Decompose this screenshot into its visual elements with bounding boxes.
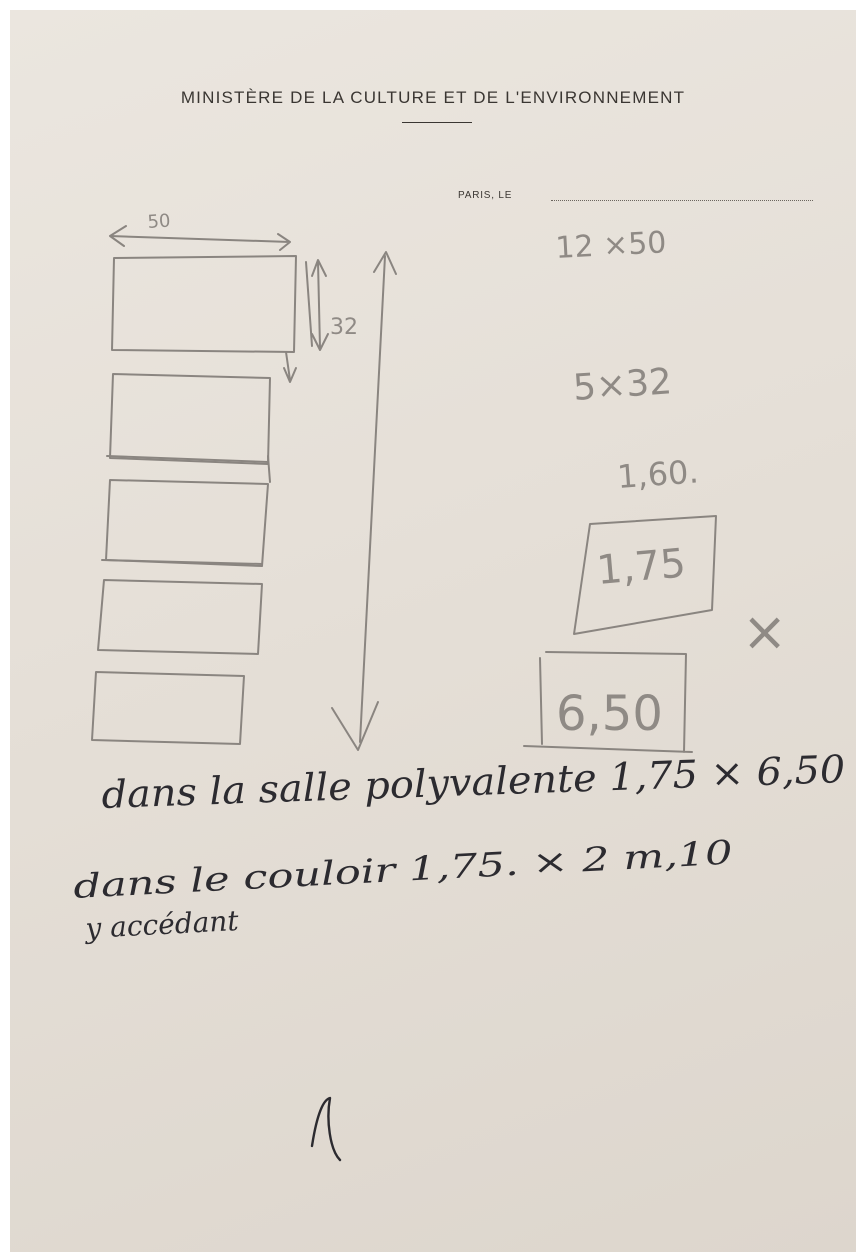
sketch-rect-4 (97, 559, 263, 655)
gap-marker-1 (283, 351, 297, 383)
sketch-rect-3 (105, 455, 269, 567)
letterhead-rule (402, 122, 472, 123)
total-height-arrow (331, 251, 397, 751)
gap-marker-2 (267, 455, 271, 483)
boxed-value-2: 6,50 (556, 686, 663, 742)
signature-flourish (310, 1096, 342, 1162)
box-2-frame (523, 651, 693, 753)
note-line-2: dans le couloir 1,75. × 2 m,10 (72, 833, 733, 906)
note-line-1: dans la salle polyvalente 1,75 × 6,50 (101, 747, 846, 817)
multiply-sign: × (742, 600, 787, 663)
sketch-rect-1 (111, 255, 297, 353)
calc-line-2: 5×32 (572, 361, 674, 409)
date-dotted-line (551, 200, 813, 201)
signature (310, 1096, 342, 1162)
place-date-label: PARIS, LE (458, 190, 513, 201)
width-label: 50 (147, 210, 171, 233)
height-label: 32 (330, 315, 358, 340)
note-line-3: y accédant (83, 904, 241, 945)
calc-line-1: 12 ×50 (555, 225, 668, 266)
letterhead-title: MINISTÈRE DE LA CULTURE ET DE L'ENVIRONN… (180, 88, 686, 107)
box-1-frame (573, 515, 717, 635)
boxed-value-1: 1,75 (595, 540, 688, 594)
width-arrow (109, 225, 291, 251)
letter-sheet: MINISTÈRE DE LA CULTURE ET DE L'ENVIRONN… (10, 10, 856, 1252)
height-arrow (305, 259, 329, 351)
calc-line-3: 1,60. (616, 452, 700, 496)
sketch-rect-5 (91, 671, 245, 745)
